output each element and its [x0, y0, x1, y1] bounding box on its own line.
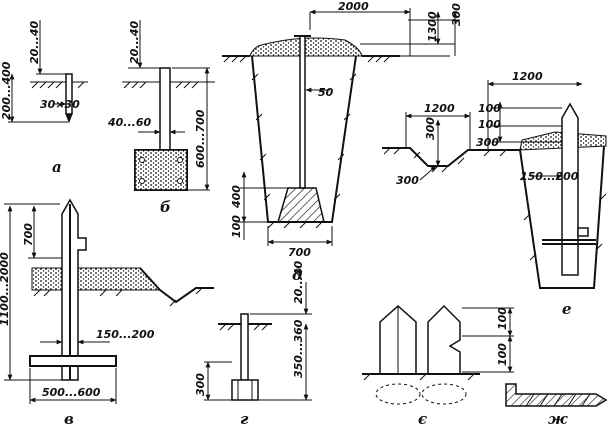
ground-hatch [383, 147, 507, 173]
post [561, 102, 579, 276]
variant-b: 20...40 40...60 600...700 б [107, 20, 215, 216]
caption-g: г [240, 410, 249, 428]
variant-a: 20...40 30×30 200...400 а [0, 20, 88, 176]
dim-label: 50 [318, 86, 334, 99]
variant-e: 1200 1200 100 100 300 300 300 150...200 … [382, 70, 607, 318]
post [240, 313, 249, 381]
dim-label: 1300 [426, 11, 439, 42]
dim-label: 1100...2000 [0, 252, 11, 326]
caption-zh: ж [548, 410, 568, 428]
ground-hatch [33, 287, 203, 307]
dim-label: 20...40 [128, 21, 141, 64]
ground-hatch [123, 81, 199, 89]
soil-layer [31, 267, 162, 291]
dim-label: 350...360 [292, 319, 305, 378]
post-pit [519, 145, 605, 289]
dim-label: 700 [22, 223, 35, 246]
dim-label: 100 [478, 118, 501, 131]
dim-label: 100 [496, 307, 509, 330]
dim-label: 150...200 [96, 328, 155, 341]
variant-zh: ж [505, 383, 608, 428]
pipe [159, 67, 171, 153]
dim-label: 500...600 [42, 386, 101, 399]
shoe [231, 379, 259, 401]
variant-d: 2000 1300 300 50 400 100 700 д [222, 0, 463, 284]
notched-top [427, 304, 461, 374]
dim-label: 200...400 [0, 61, 13, 120]
caption-a: а [52, 158, 62, 176]
dim-label: 300 [396, 174, 419, 187]
concrete-base [276, 187, 325, 223]
dim-label: 1200 [512, 70, 543, 83]
dim-label: 100 [230, 215, 243, 238]
caption-b: б [160, 198, 171, 216]
caption-d: д [292, 266, 302, 284]
soil-mound [249, 37, 363, 57]
dim-label: 300 [476, 136, 499, 149]
stake-tip [65, 113, 73, 124]
dim-label: 100 [478, 102, 501, 115]
caption-e: е [562, 300, 572, 318]
variant-ye: 100 100 є [362, 304, 514, 428]
variant-g: 20...40 350...360 300 г [194, 261, 312, 428]
ground-hatch [223, 55, 391, 63]
variant-v: 700 1100...2000 150...200 500...600 в [0, 198, 214, 428]
dim-label: 150...200 [520, 170, 579, 183]
ditch-profile [382, 147, 520, 167]
ground-hatch [31, 81, 85, 89]
dim-label: 700 [288, 246, 311, 259]
pole [299, 35, 306, 189]
dim-label: 20...40 [28, 21, 41, 64]
wall-hatch [519, 173, 607, 261]
caption-v: в [64, 410, 74, 428]
caption-ye: є [418, 410, 427, 428]
dim-label: 300 [424, 117, 437, 140]
dim-label: 400 [230, 185, 243, 209]
dim-label: 40...60 [107, 116, 151, 129]
wall-hatch [251, 73, 357, 229]
dim-label: 100 [496, 343, 509, 366]
dim-label: 2000 [338, 0, 369, 13]
dim-label: 20...40 [292, 261, 305, 304]
dim-label: 300 [194, 373, 207, 396]
ground-hatch [219, 323, 269, 331]
footing [29, 355, 117, 367]
dim-label: 1200 [424, 102, 455, 115]
dim-label: 300 [450, 3, 463, 26]
dim-label: 30×30 [40, 98, 80, 111]
screw-anchor [505, 383, 608, 407]
dim-label: 600...700 [194, 109, 207, 168]
ground-hatch [363, 373, 475, 381]
